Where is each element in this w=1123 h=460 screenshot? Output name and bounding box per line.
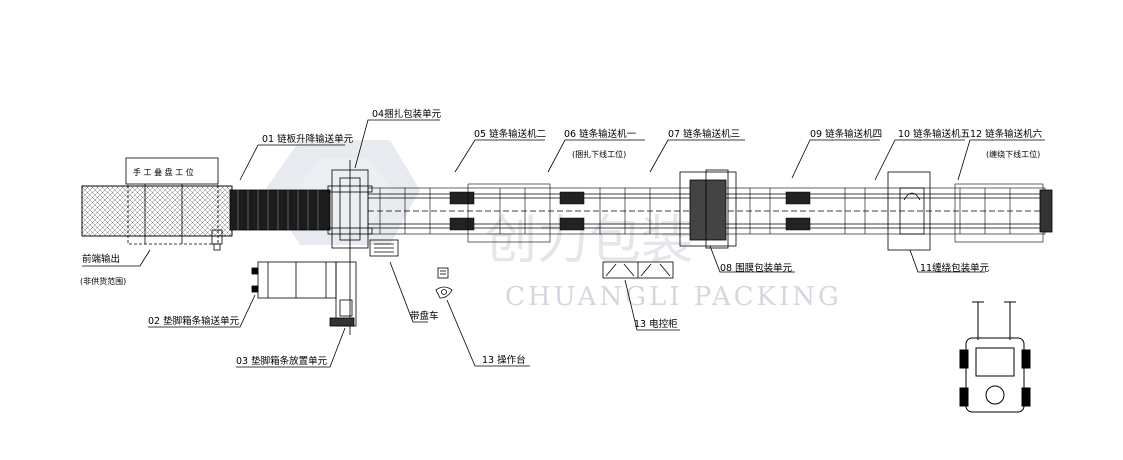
label-tray-cart: 带盘车: [410, 310, 439, 322]
labels: 01 链板升降输送单元 04捆扎包装单元 05 链条输送机二 06 链条输送机一…: [80, 108, 1043, 367]
unit-11-stretch-wrap: [887, 171, 931, 251]
tray-cart: [369, 239, 399, 257]
unit-03-feet-placement: [329, 261, 357, 327]
watermark-chinese: 创力包装: [485, 211, 693, 271]
label-unit-02: 02 垫脚箱条输送单元: [148, 315, 240, 327]
forklift-icon: [959, 301, 1031, 413]
label-unit-12: 12 链条输送机六: [970, 128, 1043, 140]
drive-05: [449, 191, 475, 205]
label-unit-11: 11缠绕包装单元: [920, 262, 990, 274]
watermark: 创力包装 CHUANGLI PACKING: [265, 140, 842, 312]
electrical-cabinet: [602, 261, 674, 279]
label-unit-05: 05 链条输送机二: [474, 128, 546, 140]
unit-08-film-wrap: [679, 171, 737, 247]
line-end-roller: [1039, 189, 1053, 233]
label-unit-09: 09 链条输送机四: [810, 128, 882, 140]
label-unit-06: 06 链条输送机一: [564, 128, 637, 140]
drive-06: [559, 191, 585, 205]
label-unit-04: 04捆扎包装单元: [372, 108, 442, 120]
manual-stacking-text: 手 工 叠 盘 工 位: [133, 167, 194, 177]
label-unit-08: 08 围膜包装单元: [720, 262, 793, 274]
manual-stacking-panel: 手 工 叠 盘 工 位: [125, 157, 219, 185]
unit-01-lift-conveyor: [229, 189, 331, 231]
watermark-english: CHUANGLI PACKING: [505, 282, 842, 312]
label-unit-03: 03 垫脚箱条放置单元: [236, 355, 328, 367]
label-unit-07: 07 链条输送机三: [668, 128, 740, 140]
operator-console-icon: [435, 267, 453, 299]
unit-02-feet-conveyor: [251, 261, 337, 299]
label-front-output-note: (非供货范围): [80, 276, 126, 286]
label-unit-06-note: (捆扎下线工位): [572, 149, 626, 159]
label-electrical-cabinet: 13 电控柜: [634, 318, 678, 330]
label-unit-12-note: (缠绕下线工位): [986, 149, 1040, 159]
leader-lines: [82, 119, 1045, 368]
label-unit-10: 10 链条输送机五: [898, 128, 970, 140]
drive-09: [785, 191, 811, 205]
label-unit-01: 01 链板升降输送单元: [262, 133, 354, 145]
front-output-area: [81, 179, 233, 251]
front-output-conveyor: [81, 185, 233, 237]
main-conveyor-line: [229, 160, 1053, 335]
label-front-output: 前端输出: [82, 253, 120, 265]
label-operator-console: 13 操作台: [482, 354, 526, 366]
